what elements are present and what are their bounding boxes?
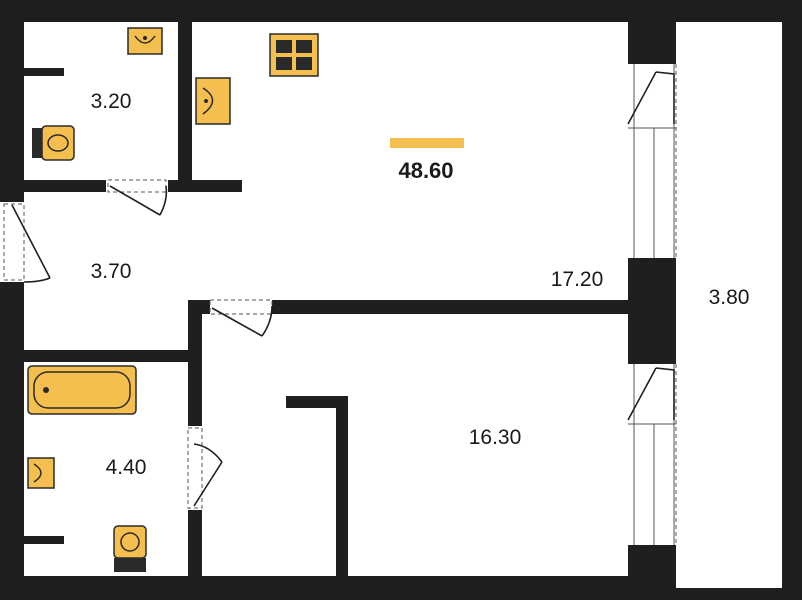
room-area-kitchen-living: 17.20 xyxy=(551,268,604,291)
room-area-bedroom: 16.30 xyxy=(469,426,522,449)
bathroom-door xyxy=(187,427,223,509)
room-area-balcony: 3.80 xyxy=(709,286,750,309)
total-area: 48.60 xyxy=(398,158,453,183)
room-area-wc: 3.20 xyxy=(91,90,132,113)
room-area-hall: 3.70 xyxy=(91,260,132,283)
kitchen-sink-icon xyxy=(195,77,231,125)
bathroom-sink-icon xyxy=(27,457,55,489)
bathtub-icon xyxy=(27,365,137,415)
entrance-door xyxy=(3,203,51,283)
bathroom-toilet-icon xyxy=(113,525,147,572)
wc-toilet-icon xyxy=(32,125,75,161)
bedroom-door xyxy=(209,299,273,337)
room-area-bathroom: 4.40 xyxy=(106,456,147,479)
interior-walls xyxy=(20,18,632,590)
balcony-door-bottom xyxy=(627,364,677,545)
wc-sink-icon xyxy=(127,27,163,55)
kitchen-stove-icon xyxy=(269,33,319,77)
balcony-door-top xyxy=(627,64,677,258)
total-area-accent-bar xyxy=(390,138,464,148)
wc-door xyxy=(107,179,168,216)
